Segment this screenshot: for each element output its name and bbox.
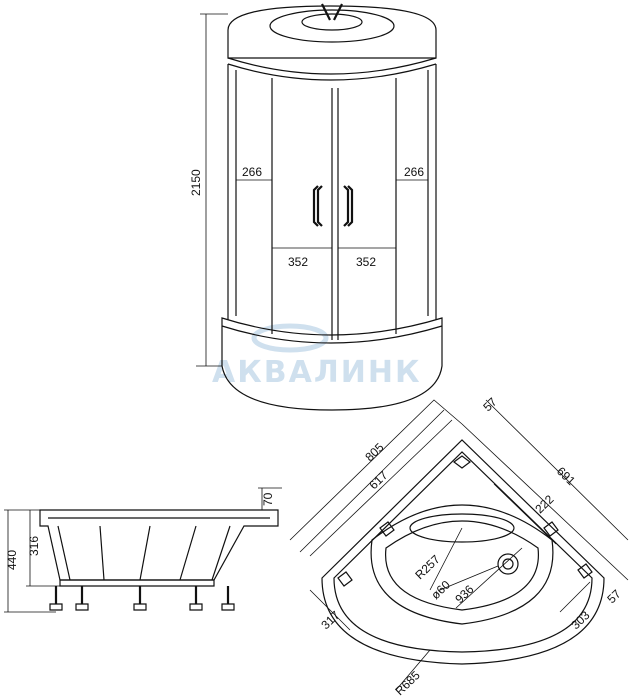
inner-side-dimension <box>309 419 453 557</box>
leg-feet-icon <box>49 603 235 611</box>
seat-step <box>409 513 515 543</box>
tray-height-label: 316 <box>27 536 41 556</box>
plan-view: 805 617 691 57 57 222 317 303 R257 ø60 9… <box>289 395 629 698</box>
edge-303-dimension <box>559 581 591 613</box>
overhead-shower <box>269 9 395 43</box>
left-door-handle-icon <box>312 185 323 227</box>
radius-257-label: R257 <box>412 552 443 582</box>
corner-offset-right-label: 57 <box>604 587 624 607</box>
left-panel-label: 266 <box>242 165 262 179</box>
diagonal-dimension <box>455 547 523 609</box>
shower-tray <box>221 317 443 411</box>
door-split <box>331 88 339 340</box>
drain-icon <box>497 553 519 575</box>
total-height-dimension <box>4 509 56 613</box>
cabin-roof <box>227 5 437 59</box>
edge-317-label: 317 <box>318 608 342 632</box>
radius-257-leader <box>429 527 463 591</box>
drain-leader <box>439 565 499 591</box>
shower-pipe <box>321 3 343 21</box>
drain-label: ø60 <box>428 577 453 602</box>
outer-side-dimension <box>289 399 463 553</box>
edge-317-dimension <box>309 589 351 631</box>
edge-303-label: 303 <box>568 608 592 632</box>
cabin-frame <box>227 64 437 320</box>
side-view: 440 316 70 <box>4 487 282 613</box>
shower-head-icon <box>301 13 363 31</box>
corner-fittings-icon <box>337 455 593 587</box>
total-height-label: 440 <box>5 550 19 570</box>
right-side-label: 691 <box>554 464 578 488</box>
radius-685-label: R685 <box>392 668 423 698</box>
tray-side-body <box>39 509 279 581</box>
height-dimension-line <box>196 13 228 367</box>
support-legs <box>54 586 230 604</box>
radius-685-leader <box>395 649 431 691</box>
rim-height-dimension <box>258 487 282 510</box>
outer-side-label: 805 <box>362 440 386 464</box>
right-side-dimension <box>461 399 629 581</box>
roof-edge <box>227 57 437 75</box>
door-frame <box>271 78 397 334</box>
tray-base <box>59 579 215 587</box>
rim-height-label: 70 <box>261 492 275 506</box>
right-panel-label: 266 <box>404 165 424 179</box>
tray-height-dimension <box>26 510 60 587</box>
watermark-logo: АКВАЛИНК <box>212 323 421 390</box>
edge-222-dimension <box>493 483 557 545</box>
tray-basin <box>370 504 554 625</box>
inner-side-label: 617 <box>366 468 390 492</box>
right-door-label: 352 <box>356 255 376 269</box>
tray-outline <box>321 439 605 665</box>
right-door-handle-icon <box>343 185 354 227</box>
diagonal-label: 936 <box>452 582 476 606</box>
height-label: 2150 <box>189 169 203 196</box>
front-view: 2150 266 266 352 352 <box>189 3 443 411</box>
watermark-text: АКВАЛИНК <box>212 355 421 390</box>
left-door-label: 352 <box>288 255 308 269</box>
